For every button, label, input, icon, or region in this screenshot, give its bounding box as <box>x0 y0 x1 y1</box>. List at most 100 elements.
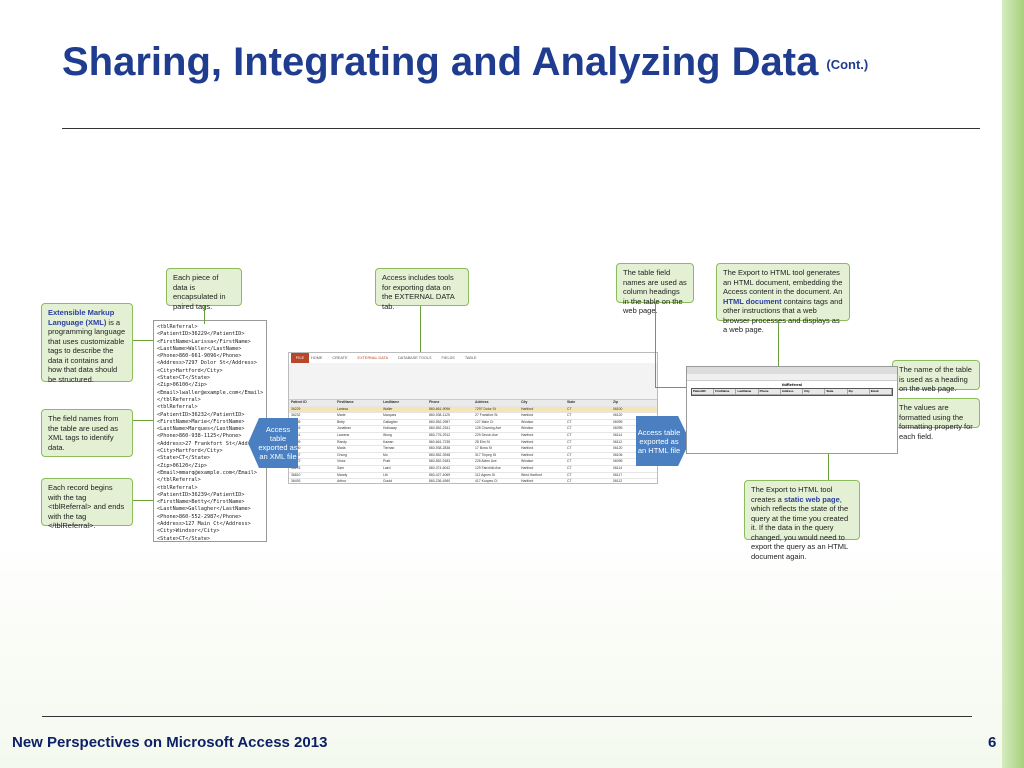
table-cell: 06120 <box>613 446 623 451</box>
static-text-2: , which reflects the state of the query … <box>751 494 849 561</box>
callout-field-names-text: The field names from the table are used … <box>48 414 119 452</box>
table-cell: Gould <box>383 479 393 484</box>
table-cell: Maria <box>337 446 346 451</box>
table-cell: 127 Main Ct <box>475 419 494 424</box>
table-cell: Email <box>870 389 892 394</box>
table-cell: CT <box>567 446 572 451</box>
export-html-text-1: The Export to HTML tool generates an HTM… <box>723 268 843 296</box>
callout-access-tools-text: Access includes tools for exporting data… <box>382 273 455 311</box>
callout-static-web-page: The Export to HTML tool creates a static… <box>744 480 860 561</box>
table-cell: Zip <box>848 389 870 394</box>
file-tab[interactable]: FILE <box>291 353 309 363</box>
ribbon-tab[interactable]: HOME <box>311 356 323 360</box>
xml-line: <City>Windsor</City> <box>157 528 220 535</box>
callout-table-name-text: The name of the table is used as a headi… <box>899 365 972 393</box>
xml-term: Extensible Markup Language (XML) <box>48 308 115 327</box>
callout-record-begins-text: Each record begins with the tag <tblRefe… <box>48 483 125 530</box>
xml-line: <Phone>860-661-9096</Phone> <box>157 353 242 360</box>
export-html-text-2: contains tags and other instructions tha… <box>723 296 843 335</box>
xml-line: </tblReferral> <box>157 396 201 403</box>
xml-line: </tblReferral> <box>157 477 201 484</box>
xml-line: <tblReferral> <box>157 324 198 330</box>
ribbon-tab[interactable]: FIELDS <box>441 356 455 360</box>
arrow-html-export: Access table exported as an HTML file <box>636 416 690 466</box>
table-cell: Betty <box>337 419 345 424</box>
table-cell: FirstName <box>337 400 354 404</box>
xml-line: <tblReferral> <box>157 484 198 491</box>
table-cell: 7297 Dolor St <box>475 406 496 411</box>
static-web-page-term: static web page <box>783 494 840 504</box>
table-cell: Marques <box>383 413 397 418</box>
ribbon-tab[interactable]: EXTERNAL DATA <box>357 356 389 360</box>
table-cell: 36810 <box>291 472 301 477</box>
title-suffix: (Cont.) <box>826 56 869 72</box>
access-window-screenshot: FILE HOME CREATE EXTERNAL DATA DATABASE TOO… <box>288 352 658 484</box>
table-cell: 860-938-2836 <box>429 446 451 451</box>
table-cell: 860-236-4960 <box>429 479 451 484</box>
table-cell: West Hartford <box>521 472 542 477</box>
table-cell: Victor <box>337 459 346 464</box>
title-text: Sharing, Integrating and Analyzing Data <box>62 40 819 84</box>
connector <box>420 306 421 358</box>
xml-line: <LastName>Waller</LastName> <box>157 345 242 352</box>
table-cell: Hartford <box>521 479 534 484</box>
ribbon-tab[interactable]: DATABASE TOOLS <box>398 356 432 360</box>
table-cell: 17 Bona St <box>475 446 492 451</box>
table-cell: CT <box>567 479 572 484</box>
xml-line: <Email>mmarq@example.com</Email> <box>157 469 257 476</box>
table-cell: 06114 <box>613 465 623 470</box>
table-cell: Address <box>475 400 489 404</box>
callout-record-begins: Each record begins with the tag <tblRefe… <box>41 478 133 530</box>
connector <box>133 500 153 501</box>
table-cell: CT <box>567 459 572 464</box>
table-cell: Marie <box>337 413 346 418</box>
connector <box>133 420 153 421</box>
ribbon-tab[interactable]: TABLE <box>464 356 477 360</box>
table-cell: State <box>567 400 576 404</box>
table-cell: 860-776-2912 <box>429 432 451 437</box>
xml-line: <LastName>Marques</LastName> <box>157 426 245 433</box>
table-cell: City <box>521 400 528 404</box>
table-cell: 06095 <box>613 459 623 464</box>
footer-text: New Perspectives on Microsoft Access 201… <box>12 734 328 751</box>
table-cell: Phone <box>429 400 440 404</box>
table-cell: Holloway <box>383 426 397 431</box>
connector <box>655 387 715 388</box>
table-cell: LastName <box>736 389 759 394</box>
callout-table-headings-text: The table field names are used as column… <box>623 268 687 315</box>
callout-xml-definition: Extensible Markup Language (XML) is a pr… <box>41 303 133 384</box>
xml-line: <FirstName>Marie</FirstName> <box>157 418 245 425</box>
table-cell: 06100 <box>613 406 623 411</box>
xml-line: <PatientID>36232</PatientID> <box>157 411 245 418</box>
table-cell: Windsor <box>521 419 534 424</box>
table-cell: 28 Elm St <box>475 439 490 444</box>
browser-title-bar <box>687 367 897 374</box>
table-cell: Windsor <box>521 426 534 431</box>
table-cell: 36229 <box>291 406 301 411</box>
table-cell: 860-374-6042 <box>429 465 451 470</box>
web-table-caption: tblReferral <box>781 382 802 387</box>
callout-encapsulated: Each piece of data is encapsulated in pa… <box>166 268 242 311</box>
table-cell: 229 Devon Ave <box>475 432 498 437</box>
table-cell: Kawan <box>383 439 394 444</box>
ribbon-tab[interactable]: CREATE <box>332 356 348 360</box>
table-cell: Laurens <box>337 432 350 437</box>
table-cell: 129 Fairchild Ave <box>475 465 501 470</box>
table-cell: CT <box>567 406 572 411</box>
table-cell: Patient ID <box>291 400 307 404</box>
xml-line: <Address>27 Frankfort St</Address> <box>157 440 264 447</box>
access-ribbon: FILE HOME CREATE EXTERNAL DATA DATABASE TOO… <box>289 353 657 400</box>
table-cell: 860-661-9096 <box>429 406 451 411</box>
table-cell: FirstName <box>714 389 737 394</box>
table-cell: Gallagher <box>383 419 398 424</box>
xml-line: <Address>127 Main Ct</Address> <box>157 521 251 528</box>
xml-line: <State>CT</State> <box>157 375 211 382</box>
table-cell: 317 Tinpeg St <box>475 452 496 457</box>
table-cell: Waller <box>383 406 393 411</box>
xml-line: <Address>7297 Dolor St</Address> <box>157 360 257 367</box>
callout-export-html: The Export to HTML tool generates an HTM… <box>716 263 850 334</box>
